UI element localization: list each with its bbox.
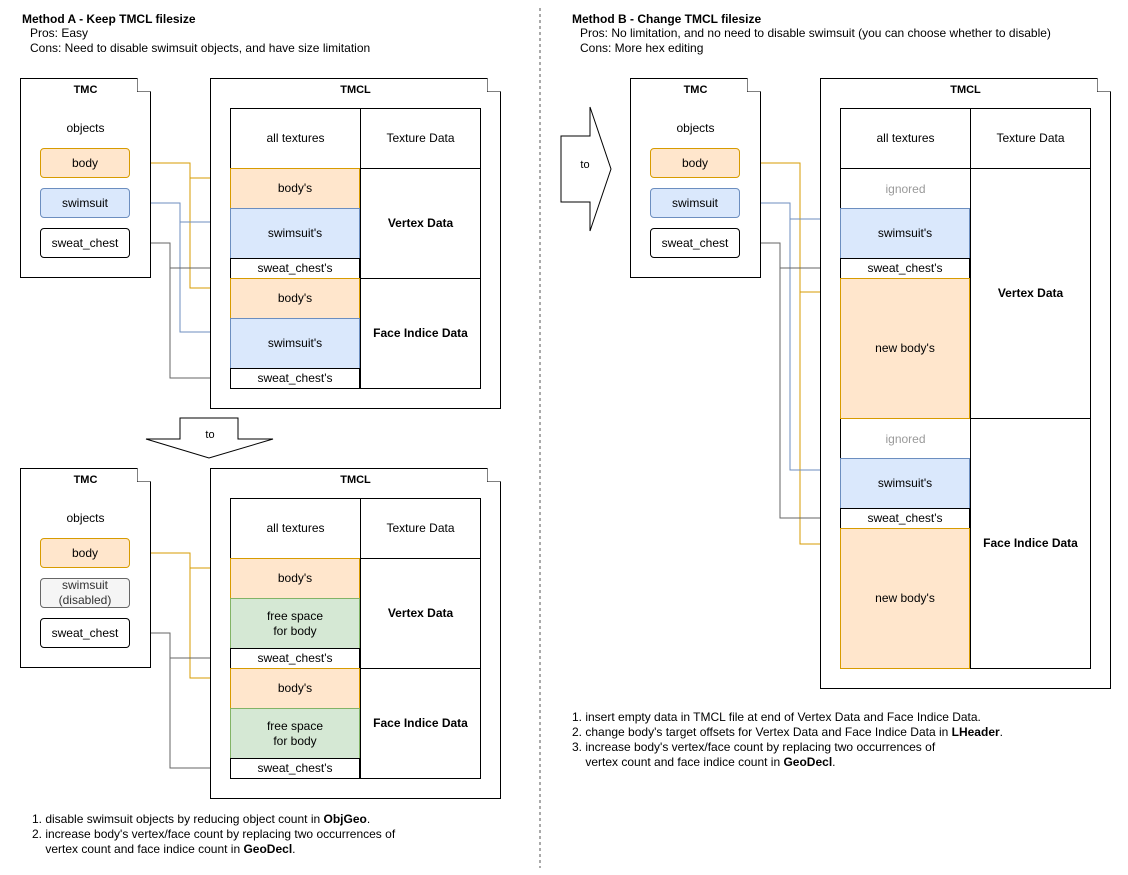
object-body: body <box>650 148 740 178</box>
face-new-body-cell: new body's <box>840 528 970 669</box>
note-item: 1. disable swimsuit objects by reducing … <box>32 812 371 826</box>
vertex-new-body-cell: new body's <box>840 278 970 419</box>
all-textures-cell: all textures <box>840 108 971 169</box>
tmcl-label: TMCL <box>340 84 371 96</box>
object-swimsuit-disabled: swimsuit (disabled) <box>40 578 130 608</box>
tmc-label: TMC <box>683 84 708 96</box>
folded-corner-icon <box>137 468 151 482</box>
method-b-pros: Pros: No limitation, and no need to disa… <box>580 26 1051 40</box>
method-a-pros: Pros: Easy <box>30 26 89 40</box>
method-b-title: Method B - Change TMCL filesize <box>572 12 762 26</box>
texture-data-cell: Texture Data <box>360 498 481 559</box>
folded-corner-icon <box>1097 78 1111 92</box>
vertex-sweat-chest-cell: sweat_chest's <box>230 258 360 279</box>
all-textures-cell: all textures <box>230 108 361 169</box>
vertex-ignored-cell: ignored <box>841 169 970 209</box>
note-item: 1. insert empty data in TMCL file at end… <box>572 710 981 724</box>
face-indice-data-cell: Face Indice Data <box>970 418 1091 669</box>
face-sweat-chest-cell: sweat_chest's <box>840 508 970 529</box>
object-sweat-chest: sweat_chest <box>40 618 130 648</box>
vertex-body-cell: body's <box>230 558 360 599</box>
tmcl-label: TMCL <box>340 474 371 486</box>
all-textures-cell: all textures <box>230 498 361 559</box>
objects-label: objects <box>66 121 105 135</box>
vertex-data-cell: Vertex Data <box>360 558 481 669</box>
vertex-swimsuit-cell: swimsuit's <box>840 208 970 259</box>
object-swimsuit: swimsuit <box>650 188 740 218</box>
face-free-space-cell: free space for body <box>230 708 360 759</box>
right-arrow-icon <box>560 106 612 232</box>
folded-corner-icon <box>137 78 151 92</box>
face-sweat-chest-cell: sweat_chest's <box>230 758 360 779</box>
method-b-cons: Cons: More hex editing <box>580 41 704 55</box>
object-body: body <box>40 538 130 568</box>
tmc-label: TMC <box>73 84 98 96</box>
note-item: 2. change body's target offsets for Vert… <box>572 725 1004 739</box>
face-ignored-cell: ignored <box>841 419 970 459</box>
arrow-label: to <box>205 429 215 441</box>
face-indice-data-cell: Face Indice Data <box>360 278 481 389</box>
vertex-data-cell: Vertex Data <box>970 168 1091 419</box>
face-indice-data-cell: Face Indice Data <box>360 668 481 779</box>
down-arrow-icon <box>145 417 274 459</box>
method-a-notes: 1. disable swimsuit objects by reducing … <box>32 812 395 857</box>
method-a-title: Method A - Keep TMCL filesize <box>22 12 196 26</box>
vertex-free-space-cell: free space for body <box>230 598 360 649</box>
objects-label: objects <box>66 511 105 525</box>
face-sweat-chest-cell: sweat_chest's <box>230 368 360 389</box>
vertex-data-cell: Vertex Data <box>360 168 481 279</box>
object-sweat-chest: sweat_chest <box>40 228 130 258</box>
texture-data-cell: Texture Data <box>970 108 1091 169</box>
folded-corner-icon <box>487 468 501 482</box>
face-swimsuit-cell: swimsuit's <box>230 318 360 369</box>
folded-corner-icon <box>747 78 761 92</box>
object-swimsuit: swimsuit <box>40 188 130 218</box>
vertex-body-cell: body's <box>230 168 360 209</box>
method-b-notes: 1. insert empty data in TMCL file at end… <box>572 710 1003 770</box>
tmcl-label: TMCL <box>950 84 981 96</box>
vertex-sweat-chest-cell: sweat_chest's <box>840 258 970 279</box>
objects-label: objects <box>676 121 715 135</box>
vertex-swimsuit-cell: swimsuit's <box>230 208 360 259</box>
note-item: 2. increase body's vertex/face count by … <box>32 827 396 856</box>
note-item: 3. increase body's vertex/face count by … <box>572 740 936 769</box>
face-body-cell: body's <box>230 668 360 709</box>
vertex-sweat-chest-cell: sweat_chest's <box>230 648 360 669</box>
folded-corner-icon <box>487 78 501 92</box>
object-sweat-chest: sweat_chest <box>650 228 740 258</box>
arrow-label: to <box>580 159 590 171</box>
tmc-label: TMC <box>73 474 98 486</box>
method-a-cons: Cons: Need to disable swimsuit objects, … <box>30 41 371 55</box>
face-swimsuit-cell: swimsuit's <box>840 458 970 509</box>
face-body-cell: body's <box>230 278 360 319</box>
texture-data-cell: Texture Data <box>360 108 481 169</box>
object-body: body <box>40 148 130 178</box>
